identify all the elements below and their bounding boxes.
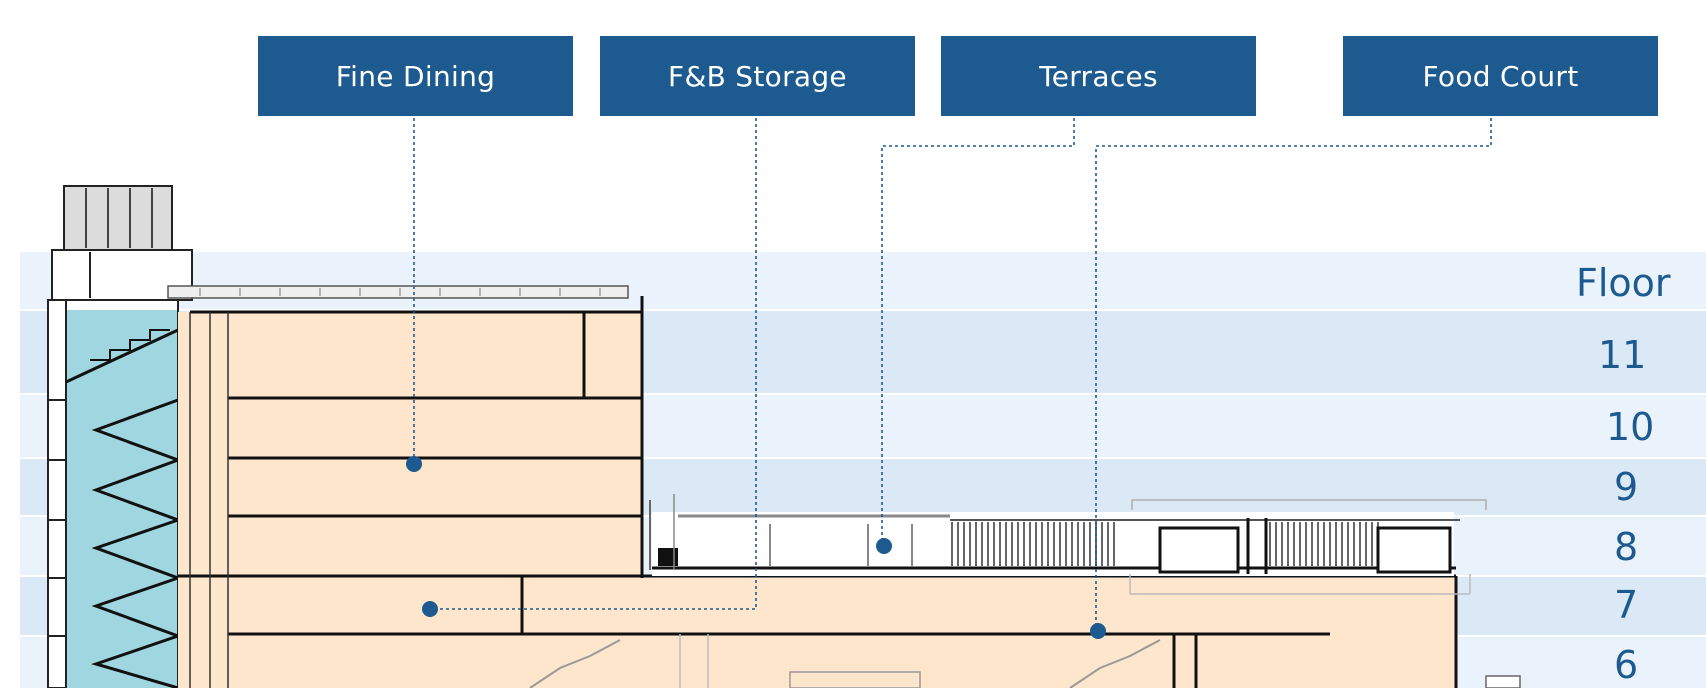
label-food-court: Food Court [1343,36,1658,116]
leader-terraces [881,118,1075,546]
stair-core [47,299,183,688]
label-fnb-storage: F&B Storage [600,36,915,116]
dot-terraces [876,538,892,554]
rooftop-unit [51,185,193,301]
floor-band-header [20,252,1706,310]
floor-number-10: 10 [1606,405,1655,449]
label-fine-dining: Fine Dining [258,36,573,116]
label-terraces: Terraces [941,36,1256,116]
floor-number-7: 7 [1614,583,1639,627]
dot-fine-dining [406,456,422,472]
terrace-level [649,494,1521,688]
floor-number-11: 11 [1598,333,1647,377]
dot-fnb-storage [422,601,438,617]
dot-food-court [1090,623,1106,639]
floor-number-9: 9 [1614,465,1639,509]
leader-fnb-storage [432,118,757,610]
floor-header: Floor [1576,261,1671,305]
main-block [167,285,1458,688]
leader-food-court [1095,118,1492,629]
leader-lines [413,118,1492,629]
floor-number-8: 8 [1614,525,1639,569]
leader-dots [406,456,1106,639]
floor-number-6: 6 [1614,643,1639,687]
